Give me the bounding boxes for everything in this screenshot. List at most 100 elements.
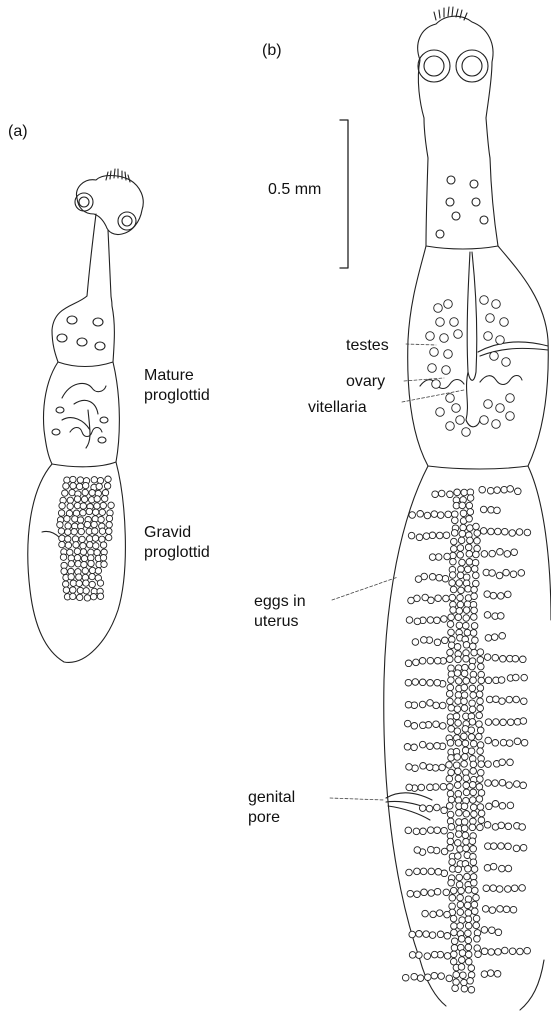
egg bbox=[465, 937, 472, 944]
egg bbox=[514, 781, 521, 788]
ovary-label: ovary bbox=[346, 372, 385, 392]
egg bbox=[507, 759, 514, 766]
egg bbox=[455, 614, 462, 621]
egg bbox=[458, 936, 465, 943]
egg bbox=[79, 536, 85, 542]
egg bbox=[473, 523, 480, 530]
egg bbox=[456, 831, 463, 838]
egg bbox=[502, 528, 509, 535]
egg bbox=[70, 587, 76, 593]
egg bbox=[451, 546, 458, 553]
egg bbox=[449, 572, 456, 579]
egg bbox=[434, 304, 443, 313]
egg bbox=[427, 743, 434, 750]
egg bbox=[434, 679, 441, 686]
egg bbox=[496, 572, 503, 579]
worm-b-mature-proglottid bbox=[408, 246, 549, 469]
testes-leader bbox=[406, 344, 436, 345]
egg bbox=[83, 588, 89, 594]
egg bbox=[485, 677, 492, 684]
egg bbox=[458, 964, 465, 971]
egg bbox=[405, 679, 412, 686]
egg bbox=[476, 691, 483, 698]
egg bbox=[100, 555, 106, 561]
egg bbox=[470, 768, 477, 775]
egg bbox=[495, 528, 502, 535]
egg bbox=[463, 615, 470, 622]
egg bbox=[468, 748, 475, 755]
egg bbox=[455, 768, 462, 775]
egg bbox=[453, 971, 460, 978]
egg bbox=[478, 761, 485, 768]
egg bbox=[68, 574, 74, 580]
egg bbox=[488, 528, 495, 535]
egg bbox=[447, 649, 454, 656]
egg bbox=[454, 330, 463, 339]
egg bbox=[64, 516, 70, 522]
egg bbox=[476, 784, 483, 791]
egg bbox=[441, 616, 448, 623]
egg bbox=[89, 573, 95, 579]
egg bbox=[446, 422, 455, 431]
egg bbox=[499, 779, 506, 786]
egg bbox=[507, 486, 514, 493]
egg bbox=[406, 869, 413, 876]
egg bbox=[460, 510, 467, 517]
egg bbox=[465, 866, 472, 873]
eggs-in-uterus-label: eggs in uterus bbox=[254, 592, 306, 632]
egg bbox=[480, 416, 489, 425]
egg bbox=[58, 528, 64, 534]
egg bbox=[469, 685, 476, 692]
worm-a-neck bbox=[87, 214, 111, 296]
egg bbox=[82, 489, 88, 495]
egg bbox=[420, 763, 427, 770]
egg bbox=[97, 580, 103, 586]
egg bbox=[485, 761, 492, 768]
egg bbox=[451, 923, 458, 930]
egg bbox=[513, 845, 520, 852]
egg bbox=[456, 874, 463, 881]
egg bbox=[94, 549, 100, 555]
egg bbox=[439, 764, 446, 771]
egg bbox=[477, 824, 484, 831]
egg bbox=[476, 721, 483, 728]
egg bbox=[106, 534, 112, 540]
egg bbox=[446, 394, 455, 403]
egg bbox=[74, 548, 80, 554]
vitellaria-leader bbox=[402, 390, 464, 402]
egg bbox=[493, 719, 500, 726]
egg bbox=[461, 761, 468, 768]
egg bbox=[92, 535, 98, 541]
egg bbox=[412, 679, 419, 686]
egg bbox=[63, 587, 69, 593]
egg bbox=[494, 971, 501, 978]
egg bbox=[84, 521, 90, 527]
egg bbox=[490, 592, 497, 599]
egg bbox=[488, 949, 495, 956]
egg bbox=[456, 678, 463, 685]
egg bbox=[476, 796, 483, 803]
egg bbox=[478, 790, 485, 797]
egg bbox=[409, 952, 416, 959]
egg bbox=[474, 530, 481, 537]
egg bbox=[439, 702, 446, 709]
egg bbox=[465, 896, 472, 903]
gravid-proglottid-label: Gravid proglottid bbox=[144, 523, 210, 563]
worm-b-neck bbox=[424, 118, 490, 158]
egg bbox=[427, 784, 434, 791]
egg bbox=[93, 509, 99, 515]
egg bbox=[470, 740, 477, 747]
egg bbox=[465, 916, 472, 923]
egg bbox=[428, 868, 435, 875]
egg bbox=[412, 639, 419, 646]
egg bbox=[441, 807, 448, 814]
egg bbox=[406, 764, 413, 771]
egg bbox=[422, 594, 429, 601]
egg bbox=[470, 677, 477, 684]
egg bbox=[82, 568, 88, 574]
egg bbox=[464, 873, 471, 880]
egg bbox=[454, 670, 461, 677]
egg bbox=[497, 906, 504, 913]
egg bbox=[442, 366, 451, 375]
